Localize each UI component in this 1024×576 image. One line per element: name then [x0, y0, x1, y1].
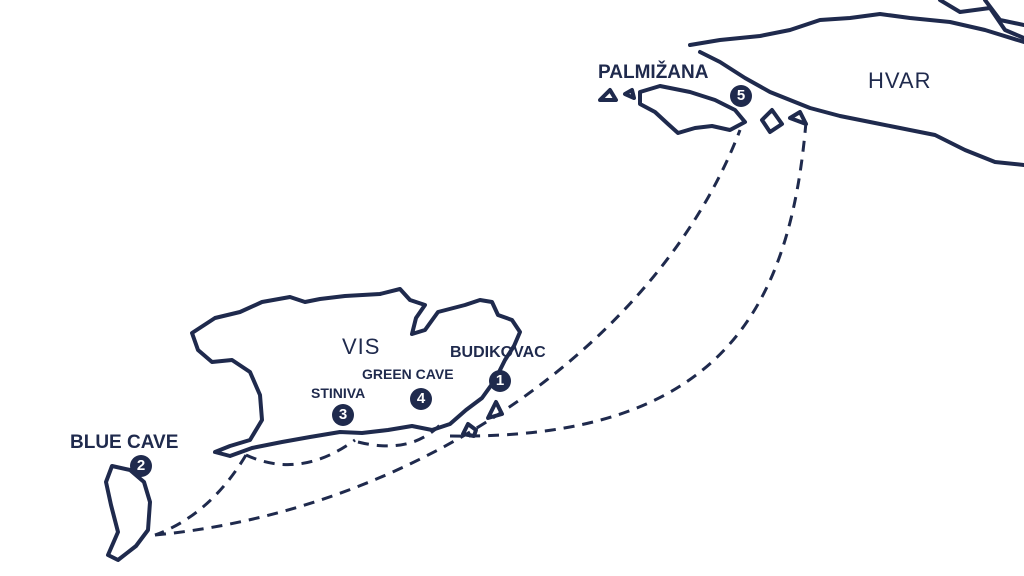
route-green-cave [357, 423, 442, 448]
route-vis-to-bisevo [154, 454, 248, 537]
pakleni-islands-coastline [598, 84, 808, 135]
hvar-island-label: HVAR [868, 68, 932, 93]
hvar-island-coastline [688, 12, 1024, 167]
stop-label-blue-cave: BLUE CAVE [70, 432, 179, 453]
route-stiniva-loop [245, 438, 356, 467]
stop-label-stiniva: STINIVA [311, 385, 366, 401]
bisevo-island-coastline [104, 464, 152, 562]
vis-island-coastline [190, 287, 522, 458]
stop-label-budikovac: BUDIKOVAC [450, 344, 546, 361]
route-bisevo-to-hvar [154, 129, 742, 537]
stop-label-green-cave: GREEN CAVE [362, 366, 454, 382]
vis-island-label: VIS [342, 334, 381, 359]
stop-marker-2[interactable]: 2 [130, 455, 152, 477]
stop-marker-1[interactable]: 1 [489, 370, 511, 392]
stop-marker-3[interactable]: 3 [332, 404, 354, 426]
stop-label-palmizana: PALMIŽANA [598, 62, 709, 83]
stop-marker-4[interactable]: 4 [410, 388, 432, 410]
route-budikovac-to-hvar [449, 121, 808, 438]
hvar-north-coast [938, 0, 1024, 40]
stop-marker-5[interactable]: 5 [730, 85, 752, 107]
